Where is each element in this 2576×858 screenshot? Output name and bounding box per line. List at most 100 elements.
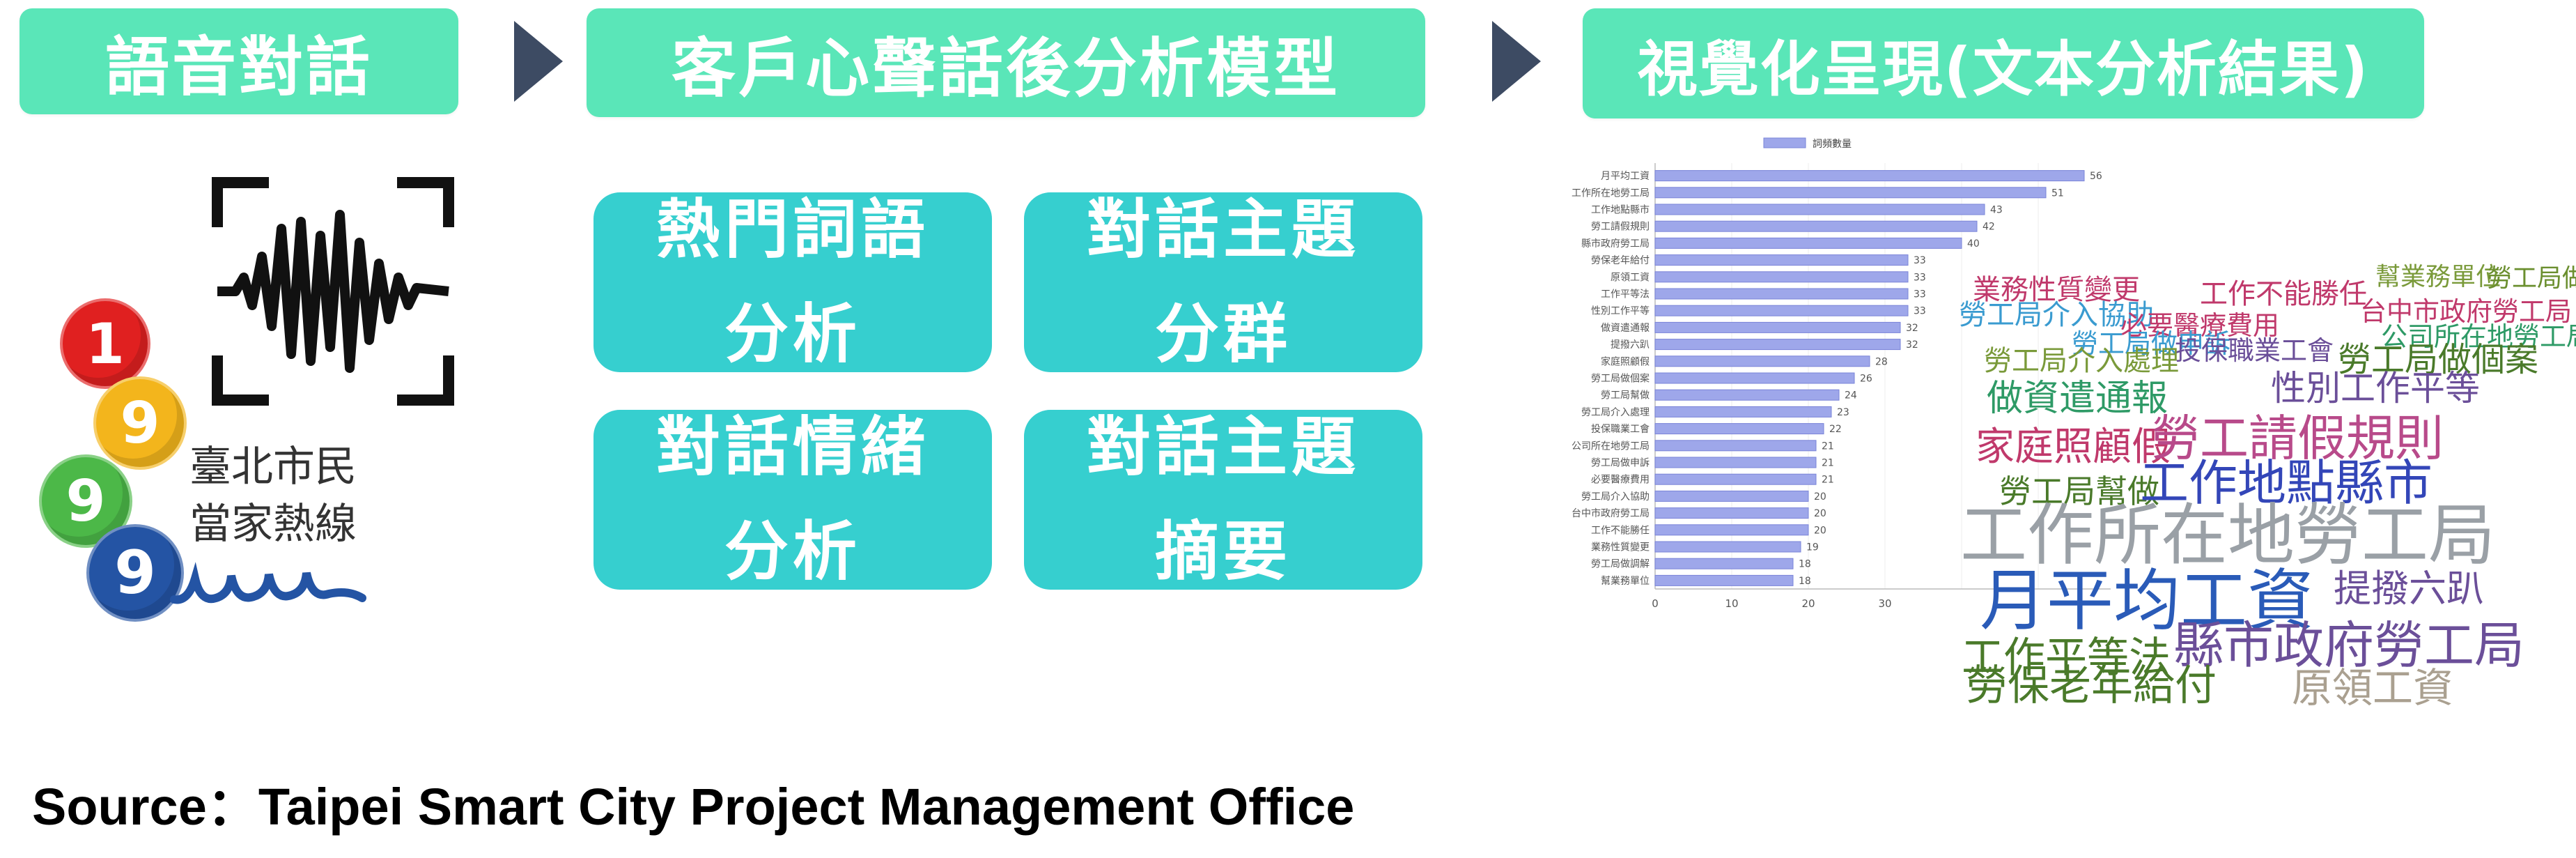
tile-sentiment-analysis: 對話情緒 分析 [593, 410, 992, 590]
tile-line1: 對話情緒 [655, 410, 929, 484]
bar [1654, 339, 1901, 351]
flow-arrow-2 [1492, 21, 1541, 102]
category-label: 勞工局做申訴 [1591, 458, 1650, 469]
value-label: 32 [1906, 323, 1918, 334]
word-cloud-term: 家庭照顧假 [1976, 424, 2171, 470]
category-label: 勞工請假規則 [1591, 222, 1650, 233]
value-label: 20 [1814, 491, 1826, 503]
word-cloud-term: 勞工局做申訴 [2072, 328, 2231, 359]
word-cloud-term: 台中市政府勞工局 [2360, 296, 2573, 327]
word-cloud-term: 原領工資 [2292, 664, 2454, 712]
step-1-label: 語音對話 [20, 8, 458, 114]
value-label: 23 [1837, 407, 1849, 418]
bar [1654, 305, 1909, 316]
bar [1654, 473, 1817, 485]
bar [1654, 406, 1832, 417]
word-cloud-term: 勞工局做個案 [2338, 340, 2539, 379]
word-cloud-term: 勞工局介入處理 [1984, 345, 2179, 377]
value-label: 28 [1875, 356, 1888, 367]
bar [1654, 288, 1909, 300]
logo-digit-ball: 1 [60, 298, 150, 389]
bar [1654, 204, 1985, 215]
legend-swatch [1763, 137, 1806, 148]
word-cloud-term: 勞工局做調解 [2487, 264, 2576, 293]
tile-topic-clustering: 對話主題 分群 [1024, 192, 1422, 372]
category-label: 投保職業工會 [1591, 424, 1650, 435]
value-label: 18 [1799, 576, 1811, 587]
bar [1654, 541, 1801, 553]
bar [1654, 220, 1978, 232]
tile-line2: 分群 [1154, 297, 1291, 371]
word-cloud-term: 幫業務單位 [2375, 263, 2501, 291]
category-label: 提撥六趴 [1611, 339, 1650, 351]
value-label: 18 [1799, 559, 1811, 570]
word-cloud-term: 月平均工資 [1980, 562, 2314, 640]
bar [1654, 254, 1909, 266]
tile-line2: 分析 [724, 297, 861, 371]
word-cloud-term: 勞工請假規則 [2151, 410, 2444, 467]
category-label: 公司所在地勞工局 [1572, 441, 1650, 452]
tile-hot-words-analysis: 熱門詞語 分析 [593, 192, 992, 372]
value-label: 20 [1814, 508, 1826, 519]
value-label: 21 [1822, 475, 1834, 486]
logo-digit-ball: 9 [93, 376, 187, 470]
hotline-text-line1: 臺北市民 [189, 443, 357, 491]
word-cloud-term: 提撥六趴 [2334, 567, 2484, 611]
value-label: 56 [2090, 171, 2102, 182]
category-label: 工作不能勝任 [1591, 525, 1650, 536]
word-cloud-term: 勞工局幫做 [1999, 473, 2159, 510]
category-label: 勞工局介入處理 [1581, 407, 1650, 418]
category-label: 原領工資 [1611, 271, 1650, 283]
value-label: 43 [1990, 205, 2003, 216]
value-label: 22 [1829, 424, 1842, 435]
x-tick-label: 10 [1725, 597, 1738, 610]
value-label: 21 [1822, 441, 1834, 452]
category-label: 工作地點縣市 [1591, 204, 1650, 216]
value-label: 42 [1983, 222, 1995, 233]
word-cloud-term: 工作所在地勞工局 [1960, 496, 2495, 574]
word-cloud-term: 必要醫療費用 [2120, 310, 2280, 341]
tile-line2: 摘要 [1154, 514, 1291, 589]
bar [1654, 558, 1794, 569]
bar [1654, 372, 1855, 384]
bar [1654, 321, 1901, 333]
value-label: 33 [1914, 255, 1926, 266]
value-label: 24 [1845, 390, 1857, 401]
x-tick-label: 30 [1878, 597, 1891, 610]
value-label: 33 [1914, 289, 1926, 300]
word-cloud-term: 工作地點縣市 [2140, 454, 2433, 512]
tile-line1: 熱門詞語 [655, 192, 929, 267]
category-label: 勞工局介入協助 [1581, 491, 1650, 503]
bar [1654, 187, 2047, 199]
bar [1654, 423, 1824, 435]
x-tick-label: 20 [1801, 597, 1815, 610]
bar [1654, 170, 2085, 182]
x-tick-label: 0 [1652, 597, 1659, 610]
sound-wave-icon [212, 177, 454, 406]
category-label: 勞工局幫做 [1601, 390, 1650, 401]
bar [1654, 490, 1809, 502]
tile-line1: 對話主題 [1086, 192, 1360, 267]
bar [1654, 457, 1817, 468]
hotline-text-line2: 當家熱線 [189, 500, 357, 549]
step-3-label: 視覺化呈現(文本分析結果) [1583, 8, 2424, 118]
value-label: 33 [1914, 306, 1926, 317]
word-cloud-term: 性別工作平等 [2271, 368, 2480, 408]
source-caption: Source：Taipei Smart City Project Managem… [32, 778, 1355, 836]
category-label: 縣市政府勞工局 [1581, 238, 1650, 250]
flow-arrow-1 [514, 21, 563, 102]
bar [1654, 237, 1962, 249]
value-label: 26 [1860, 374, 1872, 385]
step-2-label: 客戶心聲話後分析模型 [587, 8, 1425, 117]
value-label: 33 [1914, 272, 1926, 283]
value-label: 51 [2051, 187, 2064, 199]
value-label: 32 [1906, 339, 1918, 351]
bar [1654, 507, 1809, 519]
word-cloud-term: 做資遣通報 [1987, 378, 2168, 420]
tile-line2: 分析 [724, 514, 861, 589]
bar [1654, 271, 1909, 283]
value-label: 19 [1806, 542, 1819, 553]
category-label: 工作所在地勞工局 [1572, 187, 1650, 199]
word-cloud-term: 公司所在地勞工局 [2381, 321, 2576, 352]
bar [1654, 440, 1817, 452]
